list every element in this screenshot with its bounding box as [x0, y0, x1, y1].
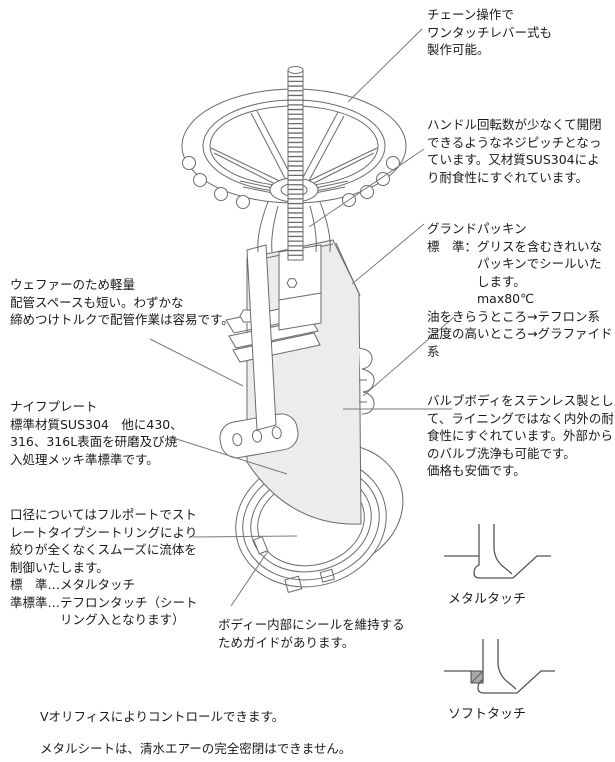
- stem-housing: [278, 244, 322, 331]
- yoke-plate: [246, 244, 277, 431]
- note-metal-seat: メタルシートは、清水エアーの完全密閉はできません。: [40, 741, 352, 756]
- handwheel-grips: [182, 156, 400, 209]
- note-handle-pitch: ハンドル回転数が少なくて開閉 できるようなネジピッチとなっ ています。又材質SU…: [427, 117, 602, 185]
- note-valve-body: バルブボディをステンレス製とし て、ライニングではなく内外の耐 食性にすぐれてい…: [427, 393, 614, 478]
- gland-guide-bumps: [358, 347, 375, 415]
- note-chain-operation: チェーン操作で ワンタッチレバー式も 製作可能。: [427, 7, 553, 57]
- note-v-orifice: Vオリフィスによりコントロールできます。: [40, 709, 285, 724]
- note-wafer: ウェファーのため軽量 配管スペースも短い。わずかな 締めつけトルクで配管作業は容…: [10, 277, 234, 327]
- label-soft-touch: ソフトタッチ: [448, 707, 527, 722]
- seal-guide-block: [253, 535, 269, 555]
- leader-lines: [149, 28, 455, 607]
- note-inner-guide: ボディー内部にシールを維持する ためガイドがあります。: [218, 617, 405, 650]
- label-metal-touch: メタルタッチ: [448, 592, 527, 607]
- yoke-arms: [257, 201, 331, 253]
- threaded-stem: [287, 66, 304, 261]
- metal-touch-diagram: [444, 524, 551, 579]
- note-knife-plate: ナイフプレート 標準材質SUS304 他に430、 316、316L表面を研磨及…: [10, 399, 183, 467]
- soft-touch-diagram: [444, 639, 555, 694]
- note-gland-packing: グランドパッキン 標 準：グリスを含むきれいな パッキンでシールいた します。 …: [427, 221, 613, 359]
- note-bore: 口径についてはフルポートでスト レートタイプシートリングにより 絞りが全くなくス…: [10, 507, 198, 627]
- foot-tabs: [284, 568, 336, 593]
